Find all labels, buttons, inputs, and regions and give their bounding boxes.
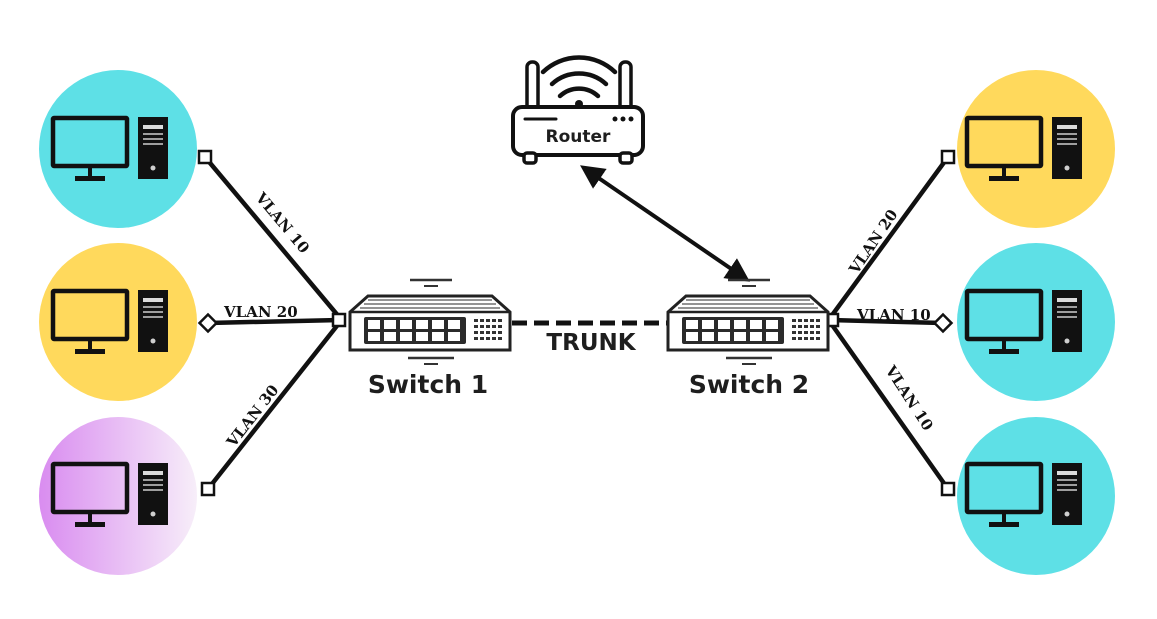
link-pc1-switch1 [202,154,343,321]
computer-node-circle [39,417,197,575]
links [202,154,951,492]
computer-node-2 [39,243,197,401]
computer-node-6 [957,417,1115,575]
computer-node-4 [957,70,1115,228]
switch-1-node: Switch 1 [348,278,512,399]
computer-node-circle [957,243,1115,401]
switch-1-label: Switch 1 [368,370,488,399]
vlan-label-pc6: VLAN 10 [881,362,937,434]
port-marker [197,149,213,165]
link-pc2-switch1 [205,317,343,326]
computer-node-1 [39,70,197,228]
computer-node-circle [39,70,197,228]
port-marker [932,312,954,334]
port-marker [940,481,956,497]
port-marker [331,312,347,328]
port-marker [940,149,956,165]
vlan-label-pc5: VLAN 10 [856,306,931,324]
link-switch2-pc4 [827,154,951,321]
vlan-label-pc2: VLAN 20 [223,303,298,321]
router-switch2-link [580,165,750,282]
computer-node-3 [39,417,197,575]
computer-node-circle [957,70,1115,228]
computer-node-circle [39,243,197,401]
router-label: Router [546,127,612,147]
port-marker [200,481,216,497]
computer-node-5 [957,243,1115,401]
link-switch2-pc5 [827,317,946,326]
trunk-label: TRUNK [546,330,636,356]
computer-node-circle [957,417,1115,575]
network-switch-icon [348,278,512,366]
vlan-label-pc4: VLAN 20 [845,206,902,278]
switch-2-node: Switch 2 [666,278,830,399]
switch-2-label: Switch 2 [689,370,809,399]
port-marker [197,312,219,334]
router-node: Router [511,55,645,165]
link-endpoints [197,149,956,497]
network-switch-icon [666,278,830,366]
link-switch2-pc6 [827,319,951,492]
link-pc3-switch1 [205,319,343,492]
vlan-label-pc3: VLAN 30 [222,381,282,451]
wifi-router-icon [511,55,645,165]
